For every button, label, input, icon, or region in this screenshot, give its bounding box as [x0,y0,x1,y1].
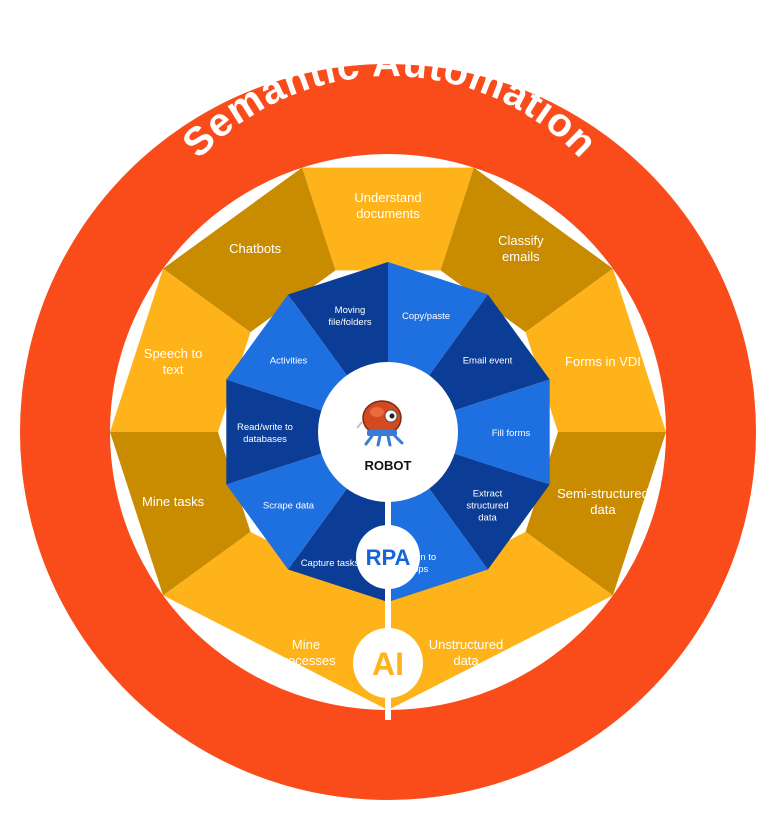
rpa-label-copy-paste: Copy/paste [402,311,450,322]
ai-badge-label: AI [372,646,404,682]
ai-segment-speech-to-text [110,268,251,432]
robot-mascot-icon [356,400,404,447]
ai-label-forms-in-vdi: Forms in VDI [565,354,641,369]
ai-segment-classify-emails [440,167,613,333]
rpa-segment-moving-file-folders [288,262,388,376]
rpa-segment-email-event [429,294,550,411]
ai-segment-chatbots [163,167,336,333]
ai-segment-understand-documents [302,167,474,271]
rpa-segment-extract-structured-data [429,453,550,570]
ai-segment-forms-in-vdi [525,268,666,432]
ai-segment-semi-structured-data [525,432,666,596]
ai-badge [353,628,423,698]
rpa-segment-copy-paste [388,262,488,376]
rpa-badge-label: RPA [366,545,411,570]
rpa-label-email-event: Email event [463,356,513,367]
rpa-segment-activities [226,294,347,411]
rpa-label-scrape-data: Scrape data [263,500,315,511]
rpa-segment-fill-forms [454,379,550,485]
rpa-badge [356,525,420,589]
vertical-divider [385,470,391,720]
rpa-label-capture-tasks: Capture tasks [301,558,360,569]
rpa-label-activities: Activities [270,356,308,367]
rpa-segment-scrape-data [226,453,347,570]
ai-label-mine-tasks: Mine tasks [142,494,205,509]
rpa-label-fill-forms: Fill forms [492,428,531,439]
center-label: ROBOT [365,458,412,473]
ai-label-chatbots: Chatbots [229,241,282,256]
ai-segment-mine-tasks [110,432,251,596]
rpa-segment-read-write-to-databases [226,379,322,485]
